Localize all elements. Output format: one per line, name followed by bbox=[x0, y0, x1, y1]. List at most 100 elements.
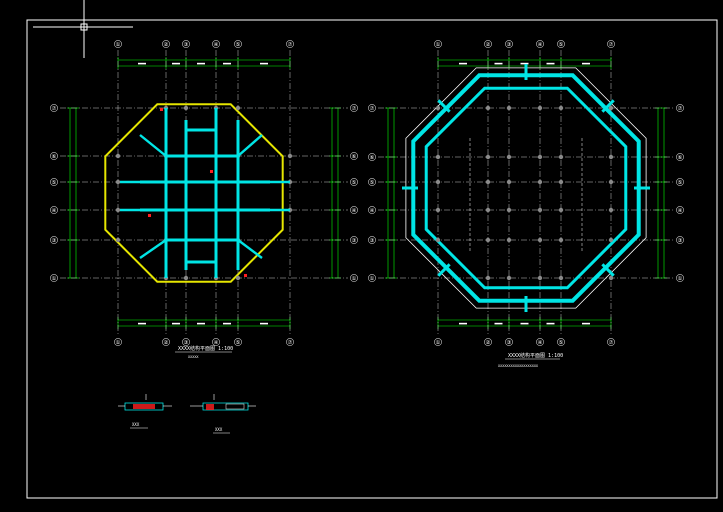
left-plan-note: XXXXX bbox=[188, 355, 199, 359]
axis-label: ① bbox=[370, 275, 375, 282]
dimension-text bbox=[520, 322, 529, 325]
column-marker bbox=[485, 179, 491, 185]
octagon-slab-edge bbox=[405, 67, 647, 309]
dimension-text bbox=[138, 322, 146, 325]
column-marker bbox=[537, 237, 543, 243]
axis-label: ① bbox=[352, 275, 357, 282]
octagon-inner-wall bbox=[424, 86, 628, 290]
column-marker bbox=[115, 179, 121, 185]
axis-bubble-top: ② bbox=[162, 40, 170, 48]
axis-label: ⑦ bbox=[288, 339, 293, 346]
column-marker bbox=[485, 207, 491, 213]
axis-bubble-left: ① bbox=[50, 274, 58, 282]
column-marker bbox=[435, 105, 441, 111]
column-marker bbox=[608, 275, 614, 281]
axis-label: ③ bbox=[352, 237, 357, 244]
axis-label: ⑤ bbox=[678, 179, 683, 186]
axis-bubble-top: ① bbox=[434, 40, 442, 48]
axis-bubble-bottom: ⑤ bbox=[234, 338, 242, 346]
red-marker bbox=[160, 108, 163, 111]
diagonal-wall bbox=[237, 239, 263, 259]
right-plan-note: XXXXXXXXXXXXXXXXXXX bbox=[498, 364, 539, 368]
detail-2-label: XXX bbox=[215, 427, 223, 432]
octagon-outer-wall bbox=[411, 73, 641, 303]
axis-label: ① bbox=[52, 275, 57, 282]
radial-wall bbox=[437, 99, 451, 113]
dimension-text bbox=[172, 322, 180, 325]
axis-bubble-right: ⑥ bbox=[676, 153, 684, 161]
right-plan-caption: XXXX结构平面图 1:100 bbox=[508, 352, 563, 359]
axis-bubble-top: ④ bbox=[536, 40, 544, 48]
column-marker bbox=[183, 105, 189, 111]
column-marker bbox=[485, 105, 491, 111]
column-marker bbox=[435, 154, 441, 160]
column-marker bbox=[115, 237, 121, 243]
axis-label: ⑥ bbox=[352, 153, 357, 160]
axis-bubble-right: ① bbox=[350, 274, 358, 282]
axis-bubble-right: ⑤ bbox=[676, 178, 684, 186]
axis-bubble-left: ⑥ bbox=[50, 152, 58, 160]
axis-bubble-top: ⑤ bbox=[557, 40, 565, 48]
axis-label: ① bbox=[436, 339, 441, 346]
column-marker bbox=[558, 105, 564, 111]
axis-bubble-left: ⑦ bbox=[50, 104, 58, 112]
axis-bubble-bottom: ④ bbox=[212, 338, 220, 346]
diagonal-wall bbox=[139, 134, 167, 157]
axis-label: ④ bbox=[52, 207, 57, 214]
axis-bubble-bottom: ⑤ bbox=[557, 338, 565, 346]
axis-label: ③ bbox=[52, 237, 57, 244]
dimension-text bbox=[197, 62, 205, 65]
axis-bubble-top: ⑤ bbox=[234, 40, 242, 48]
axis-label: ③ bbox=[507, 41, 512, 48]
column-marker bbox=[115, 207, 121, 213]
axis-label: ⑦ bbox=[609, 339, 614, 346]
red-marker bbox=[244, 274, 247, 277]
axis-label: ⑦ bbox=[678, 105, 683, 112]
column-marker bbox=[537, 207, 543, 213]
axis-label: ③ bbox=[370, 237, 375, 244]
radial-wall bbox=[601, 99, 615, 113]
axis-bubble-bottom: ① bbox=[114, 338, 122, 346]
dimension-text bbox=[582, 62, 590, 65]
axis-label: ⑦ bbox=[370, 105, 375, 112]
axis-label: ② bbox=[164, 339, 169, 346]
axis-label: ④ bbox=[352, 207, 357, 214]
axis-bubble-left: ④ bbox=[368, 206, 376, 214]
axis-label: ⑦ bbox=[609, 41, 614, 48]
column-marker bbox=[608, 237, 614, 243]
dimension-text bbox=[172, 62, 180, 65]
axis-label: ④ bbox=[370, 207, 375, 214]
axis-bubble-top: ③ bbox=[505, 40, 513, 48]
column-marker bbox=[435, 207, 441, 213]
octagon-outer-wall bbox=[104, 103, 284, 283]
axis-label: ⑦ bbox=[52, 105, 57, 112]
axis-label: ④ bbox=[538, 41, 543, 48]
dimension-text bbox=[223, 322, 231, 325]
axis-bubble-right: ③ bbox=[350, 236, 358, 244]
axis-label: ③ bbox=[184, 41, 189, 48]
column-marker bbox=[537, 105, 543, 111]
red-marker bbox=[210, 170, 213, 173]
column-marker bbox=[506, 154, 512, 160]
column-marker bbox=[435, 237, 441, 243]
column-marker bbox=[183, 275, 189, 281]
axis-label: ⑤ bbox=[236, 339, 241, 346]
axis-bubble-right: ⑥ bbox=[350, 152, 358, 160]
axis-bubble-left: ① bbox=[368, 274, 376, 282]
column-marker bbox=[537, 179, 543, 185]
axis-bubble-bottom: ⑦ bbox=[607, 338, 615, 346]
dimension-text bbox=[260, 322, 268, 325]
dimension-text bbox=[197, 322, 205, 325]
dimension-text bbox=[138, 62, 146, 65]
column-marker bbox=[506, 237, 512, 243]
axis-label: ④ bbox=[538, 339, 543, 346]
axis-label: ③ bbox=[184, 339, 189, 346]
column-marker bbox=[608, 105, 614, 111]
column-marker bbox=[608, 207, 614, 213]
axis-bubble-left: ③ bbox=[368, 236, 376, 244]
dimension-text bbox=[546, 62, 555, 65]
axis-label: ① bbox=[678, 275, 683, 282]
